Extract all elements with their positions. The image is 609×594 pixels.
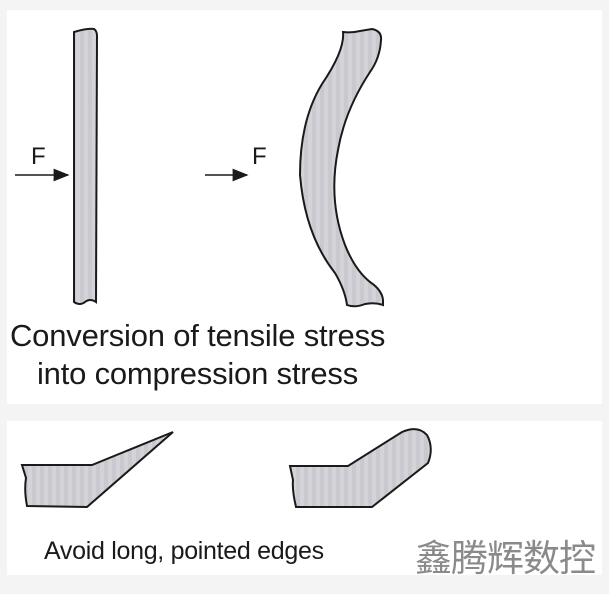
watermark-text: 鑫腾辉数控 bbox=[415, 537, 596, 580]
force-label-right: F bbox=[252, 143, 267, 170]
bottom-caption: Avoid long, pointed edges bbox=[44, 537, 324, 565]
curved-bar bbox=[298, 27, 384, 308]
caption-line-2: into compression stress bbox=[37, 356, 359, 391]
curved-bar-figure bbox=[205, 27, 384, 308]
caption-line-1: Conversion of tensile stress bbox=[10, 318, 386, 353]
rounded-edge-shape bbox=[288, 428, 432, 508]
straight-bar-figure bbox=[15, 27, 99, 305]
force-label-left: F bbox=[31, 143, 46, 170]
straight-bar bbox=[73, 27, 99, 305]
long-pointed-edge-shape bbox=[20, 431, 174, 509]
